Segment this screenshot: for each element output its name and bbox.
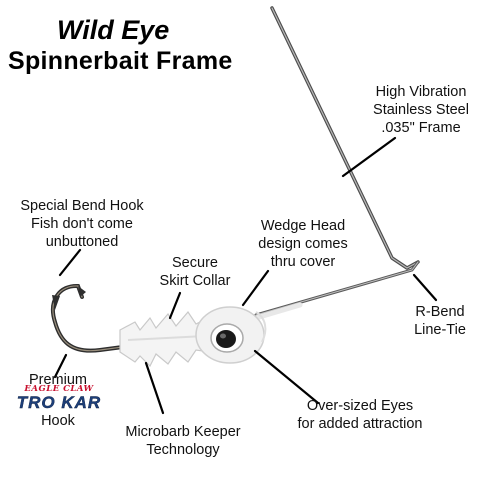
- callout-line: design comes: [258, 236, 348, 252]
- eyes-callout: Over-sized Eyes for added attraction: [285, 397, 435, 433]
- title-line-2: Spinnerbait Frame: [8, 47, 233, 75]
- wire-frame: [253, 6, 420, 321]
- callout-line: Wedge Head: [260, 218, 346, 234]
- eyes-leader-line: [253, 349, 320, 405]
- callout-line: Fish don't come: [31, 216, 133, 232]
- brand-script: EAGLE CLAW: [24, 384, 94, 394]
- linetie-callout: R-Bend Line-Tie: [400, 303, 480, 339]
- callout-line: thru cover: [270, 254, 336, 270]
- hook: [51, 284, 140, 353]
- wedge-head: [195, 306, 267, 364]
- title-line-1: Wild Eye: [57, 15, 170, 45]
- callout-line: Microbarb Keeper: [125, 424, 241, 440]
- collar-leader-line: [168, 291, 182, 320]
- callout-line: for added attraction: [297, 416, 423, 432]
- frame-callout: High Vibration Stainless Steel .035" Fra…: [356, 83, 486, 137]
- callout-line: Skirt Collar: [159, 273, 231, 289]
- premium-callout-top: Premium: [18, 371, 98, 389]
- hook-leader-line: [58, 248, 82, 277]
- callout-line: Special Bend Hook: [20, 198, 144, 214]
- callout-lines: [53, 136, 438, 415]
- callout-line: Stainless Steel: [373, 102, 469, 118]
- keeper-callout: Microbarb Keeper Technology: [118, 423, 248, 459]
- head-callout: Wedge Head design comes thru cover: [243, 217, 363, 271]
- callout-line: Premium: [28, 372, 87, 388]
- brand-logo: TRO KAR: [16, 393, 102, 412]
- head-leader-line: [241, 269, 270, 307]
- callout-line: Line-Tie: [414, 322, 466, 338]
- trokar-logo: EAGLE CLAW TRO KAR: [16, 384, 102, 411]
- hook-callout: Special Bend Hook Fish don't come unbutt…: [17, 197, 147, 251]
- eye-icon: [216, 330, 236, 348]
- collar-callout: Secure Skirt Collar: [150, 254, 240, 290]
- callout-line: Over-sized Eyes: [306, 398, 414, 414]
- callout-line: Hook: [41, 413, 75, 429]
- premium-leader-line: [53, 353, 68, 379]
- callout-line: Secure: [172, 255, 218, 271]
- callout-line: .035" Frame: [381, 120, 461, 136]
- frame-leader-line: [341, 136, 397, 178]
- keeper-leader-line: [144, 361, 165, 415]
- premium-callout-bottom: Hook: [18, 412, 98, 430]
- callout-line: Technology: [146, 442, 220, 458]
- callout-line: unbuttoned: [45, 234, 119, 250]
- linetie-leader-line: [412, 273, 438, 302]
- callout-line: R-Bend: [415, 304, 465, 320]
- callout-line: High Vibration: [375, 84, 467, 100]
